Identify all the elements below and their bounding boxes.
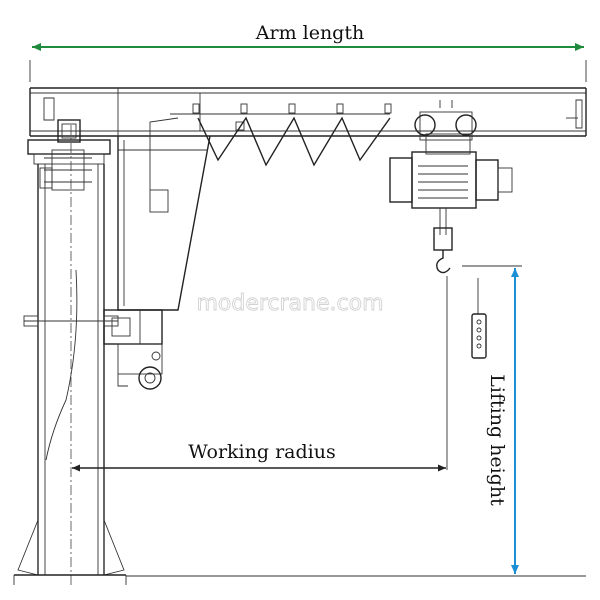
arm-bracket [117, 135, 211, 311]
electric-hoist [389, 100, 513, 274]
pendant-control [471, 278, 487, 359]
lifting-height-dimension: Lifting height [462, 265, 522, 577]
jib-arm [29, 87, 587, 137]
arm-length-label: Arm length [255, 22, 364, 44]
working-radius-label: Working radius [188, 441, 335, 463]
working-radius-dimension: Working radius [72, 441, 446, 472]
arm-length-dimension: Arm length [29, 22, 587, 82]
lifting-height-label: Lifting height [486, 374, 508, 506]
slewing-motor [103, 309, 163, 390]
pillar [13, 119, 127, 585]
watermark: modercrane.com [196, 291, 383, 316]
festoon-cable [149, 103, 392, 190]
